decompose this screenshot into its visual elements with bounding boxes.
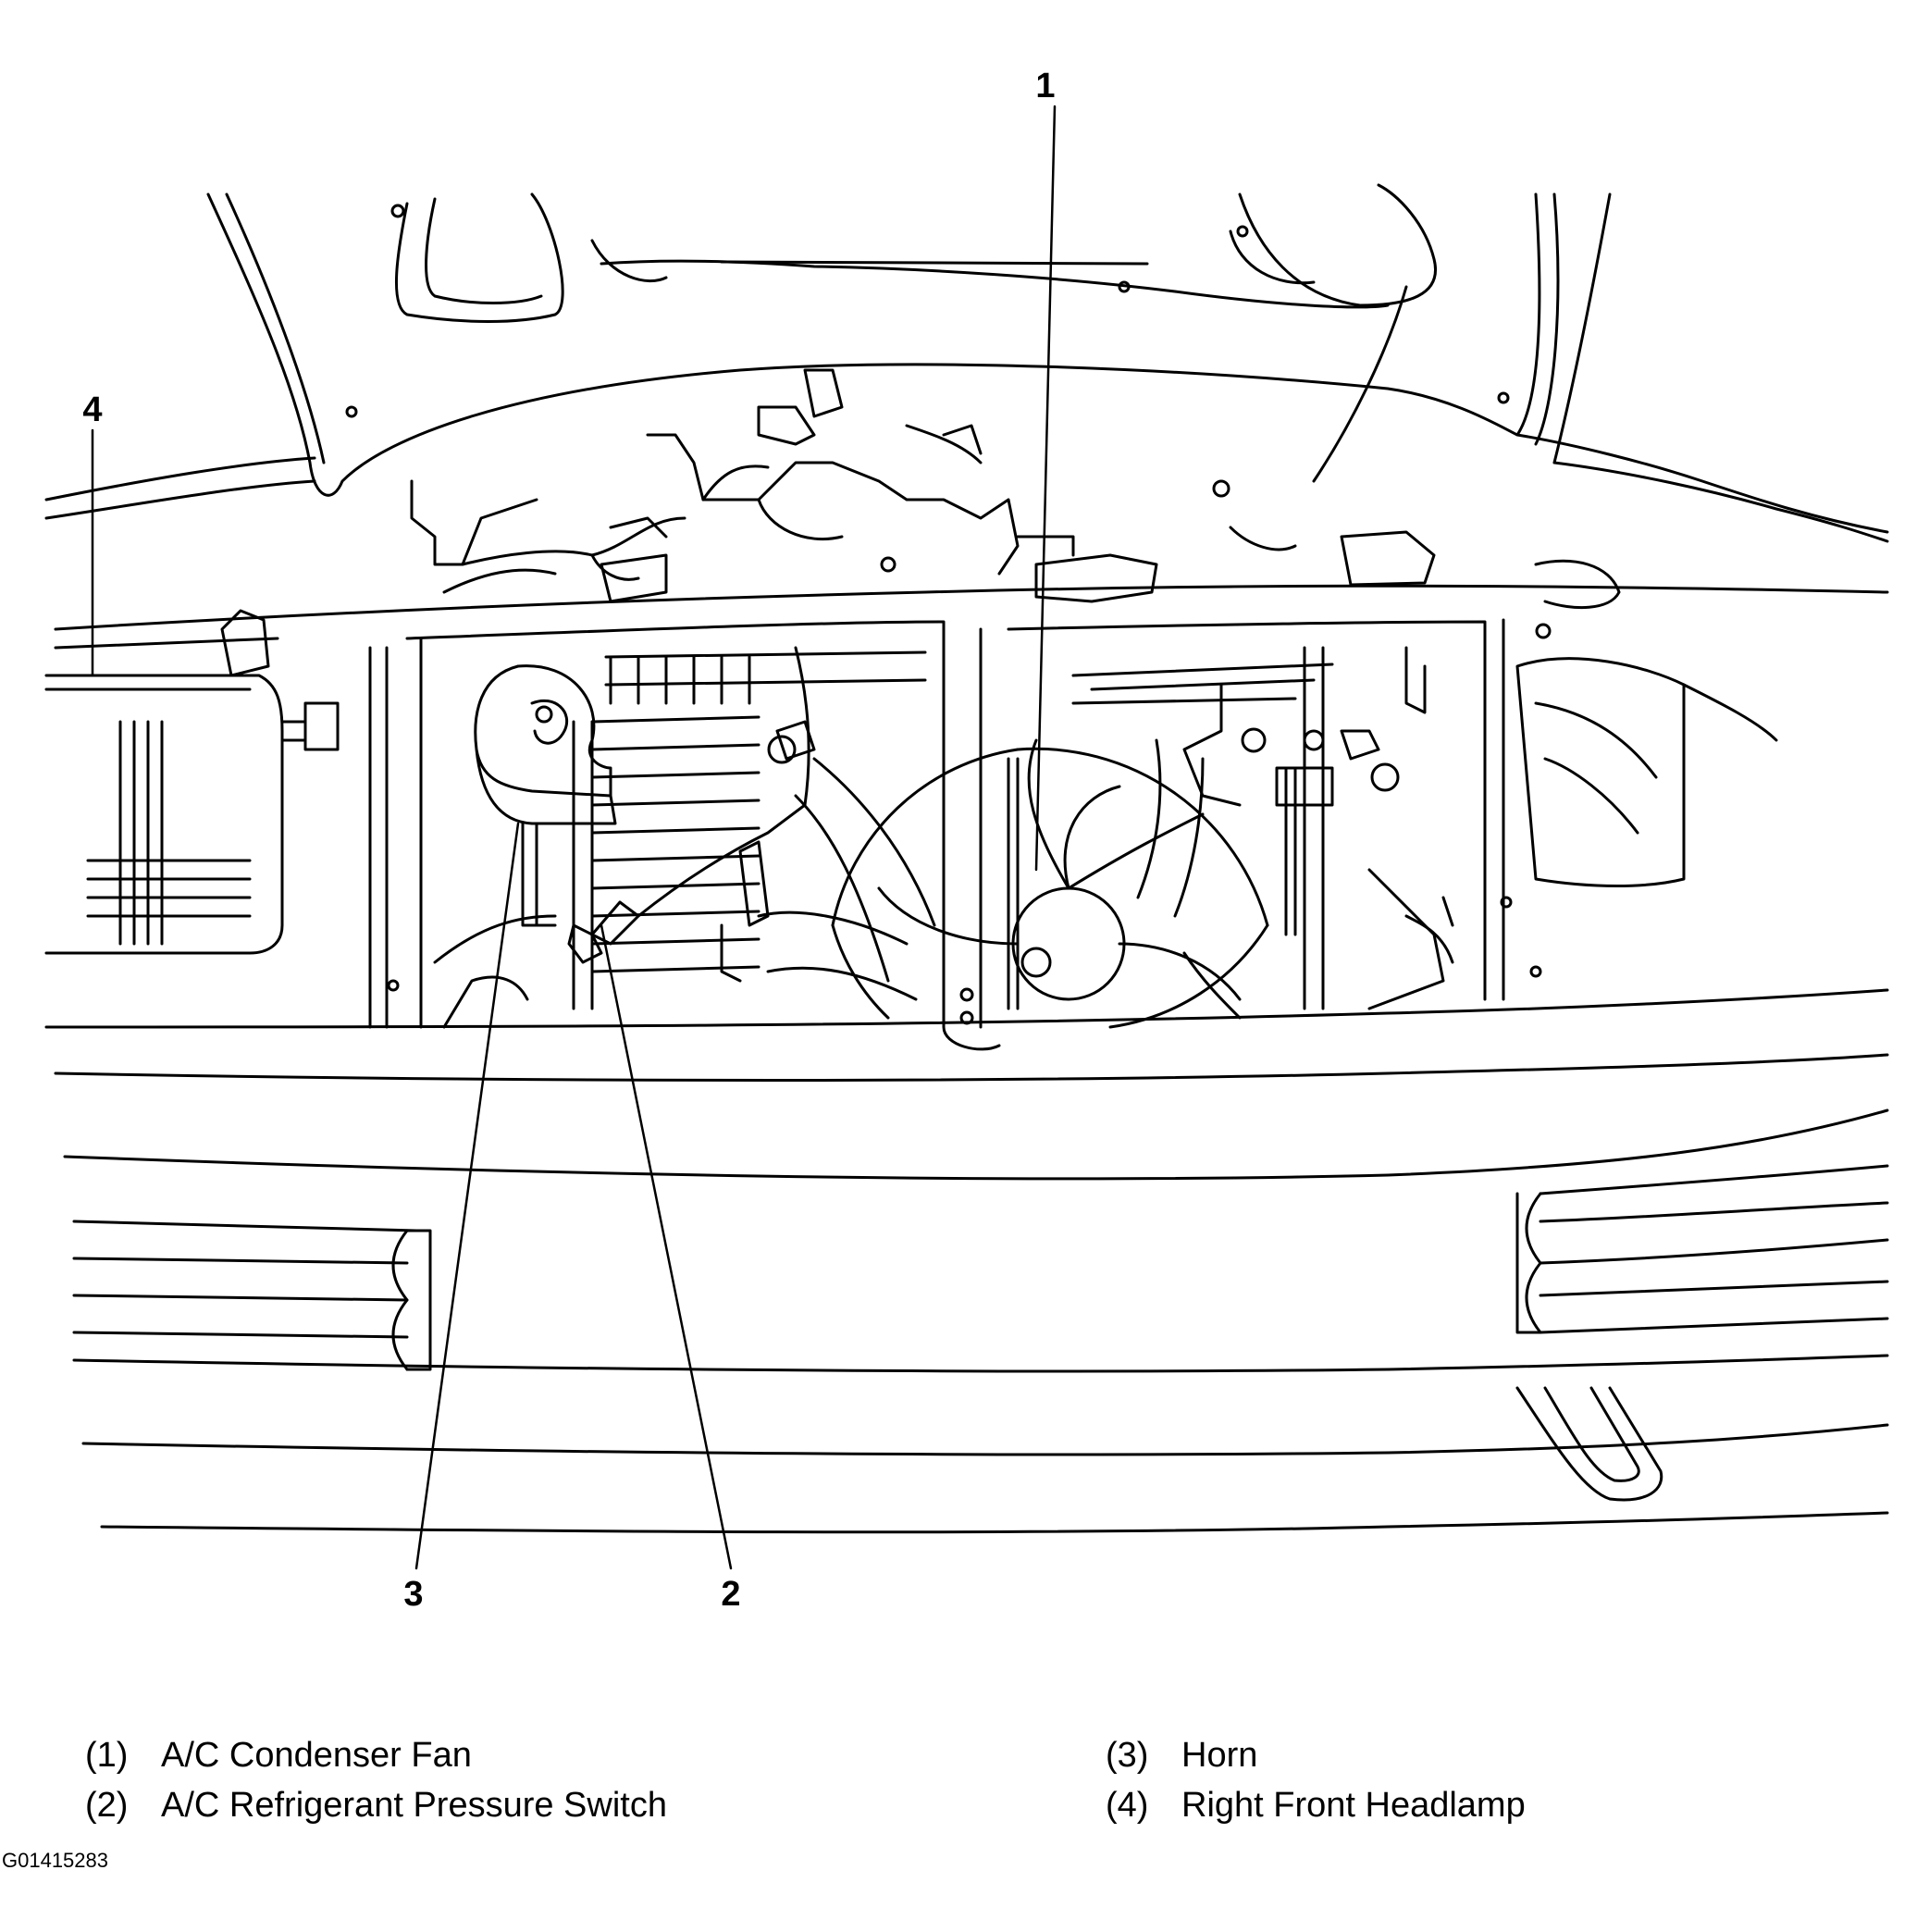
callout-labels: 1 2 3 4 (82, 67, 1055, 1614)
legend-number: (3) (1106, 1736, 1149, 1775)
front-bumper-drawing (44, 988, 1889, 1534)
condenser-fan-drawing (757, 738, 1269, 1029)
callout-2: 2 (721, 1575, 740, 1614)
legend-item-4: (4) Right Front Headlamp (1106, 1788, 1526, 1823)
legend-number: (4) (1106, 1786, 1149, 1825)
radiator-support-frame (54, 584, 1889, 1051)
pressure-switch-drawing (433, 646, 816, 1029)
legend-number: (1) (85, 1736, 129, 1775)
legend-number: (2) (85, 1786, 129, 1825)
legend-item-3: (3) Horn (1106, 1738, 1257, 1773)
right-side-hardware (1182, 646, 1778, 1010)
engine-components (410, 368, 1621, 610)
legend-label: A/C Condenser Fan (161, 1736, 472, 1775)
condenser-core (572, 646, 1334, 1010)
callout-4: 4 (82, 390, 102, 429)
legend-item-1: (1) A/C Condenser Fan (85, 1738, 472, 1773)
callout-1: 1 (1035, 67, 1055, 105)
horn-drawing (474, 664, 617, 927)
legend-label: Right Front Headlamp (1181, 1786, 1526, 1825)
leader-lines (91, 105, 1057, 1570)
headlamp-drawing (44, 609, 340, 955)
figure-id: G01415283 (2, 1849, 108, 1872)
legend-label: Horn (1181, 1736, 1258, 1775)
callout-3: 3 (403, 1575, 423, 1614)
hood-outline (44, 183, 1889, 543)
legend-item-2: (2) A/C Refrigerant Pressure Switch (85, 1788, 667, 1823)
legend-label: A/C Refrigerant Pressure Switch (161, 1786, 667, 1825)
